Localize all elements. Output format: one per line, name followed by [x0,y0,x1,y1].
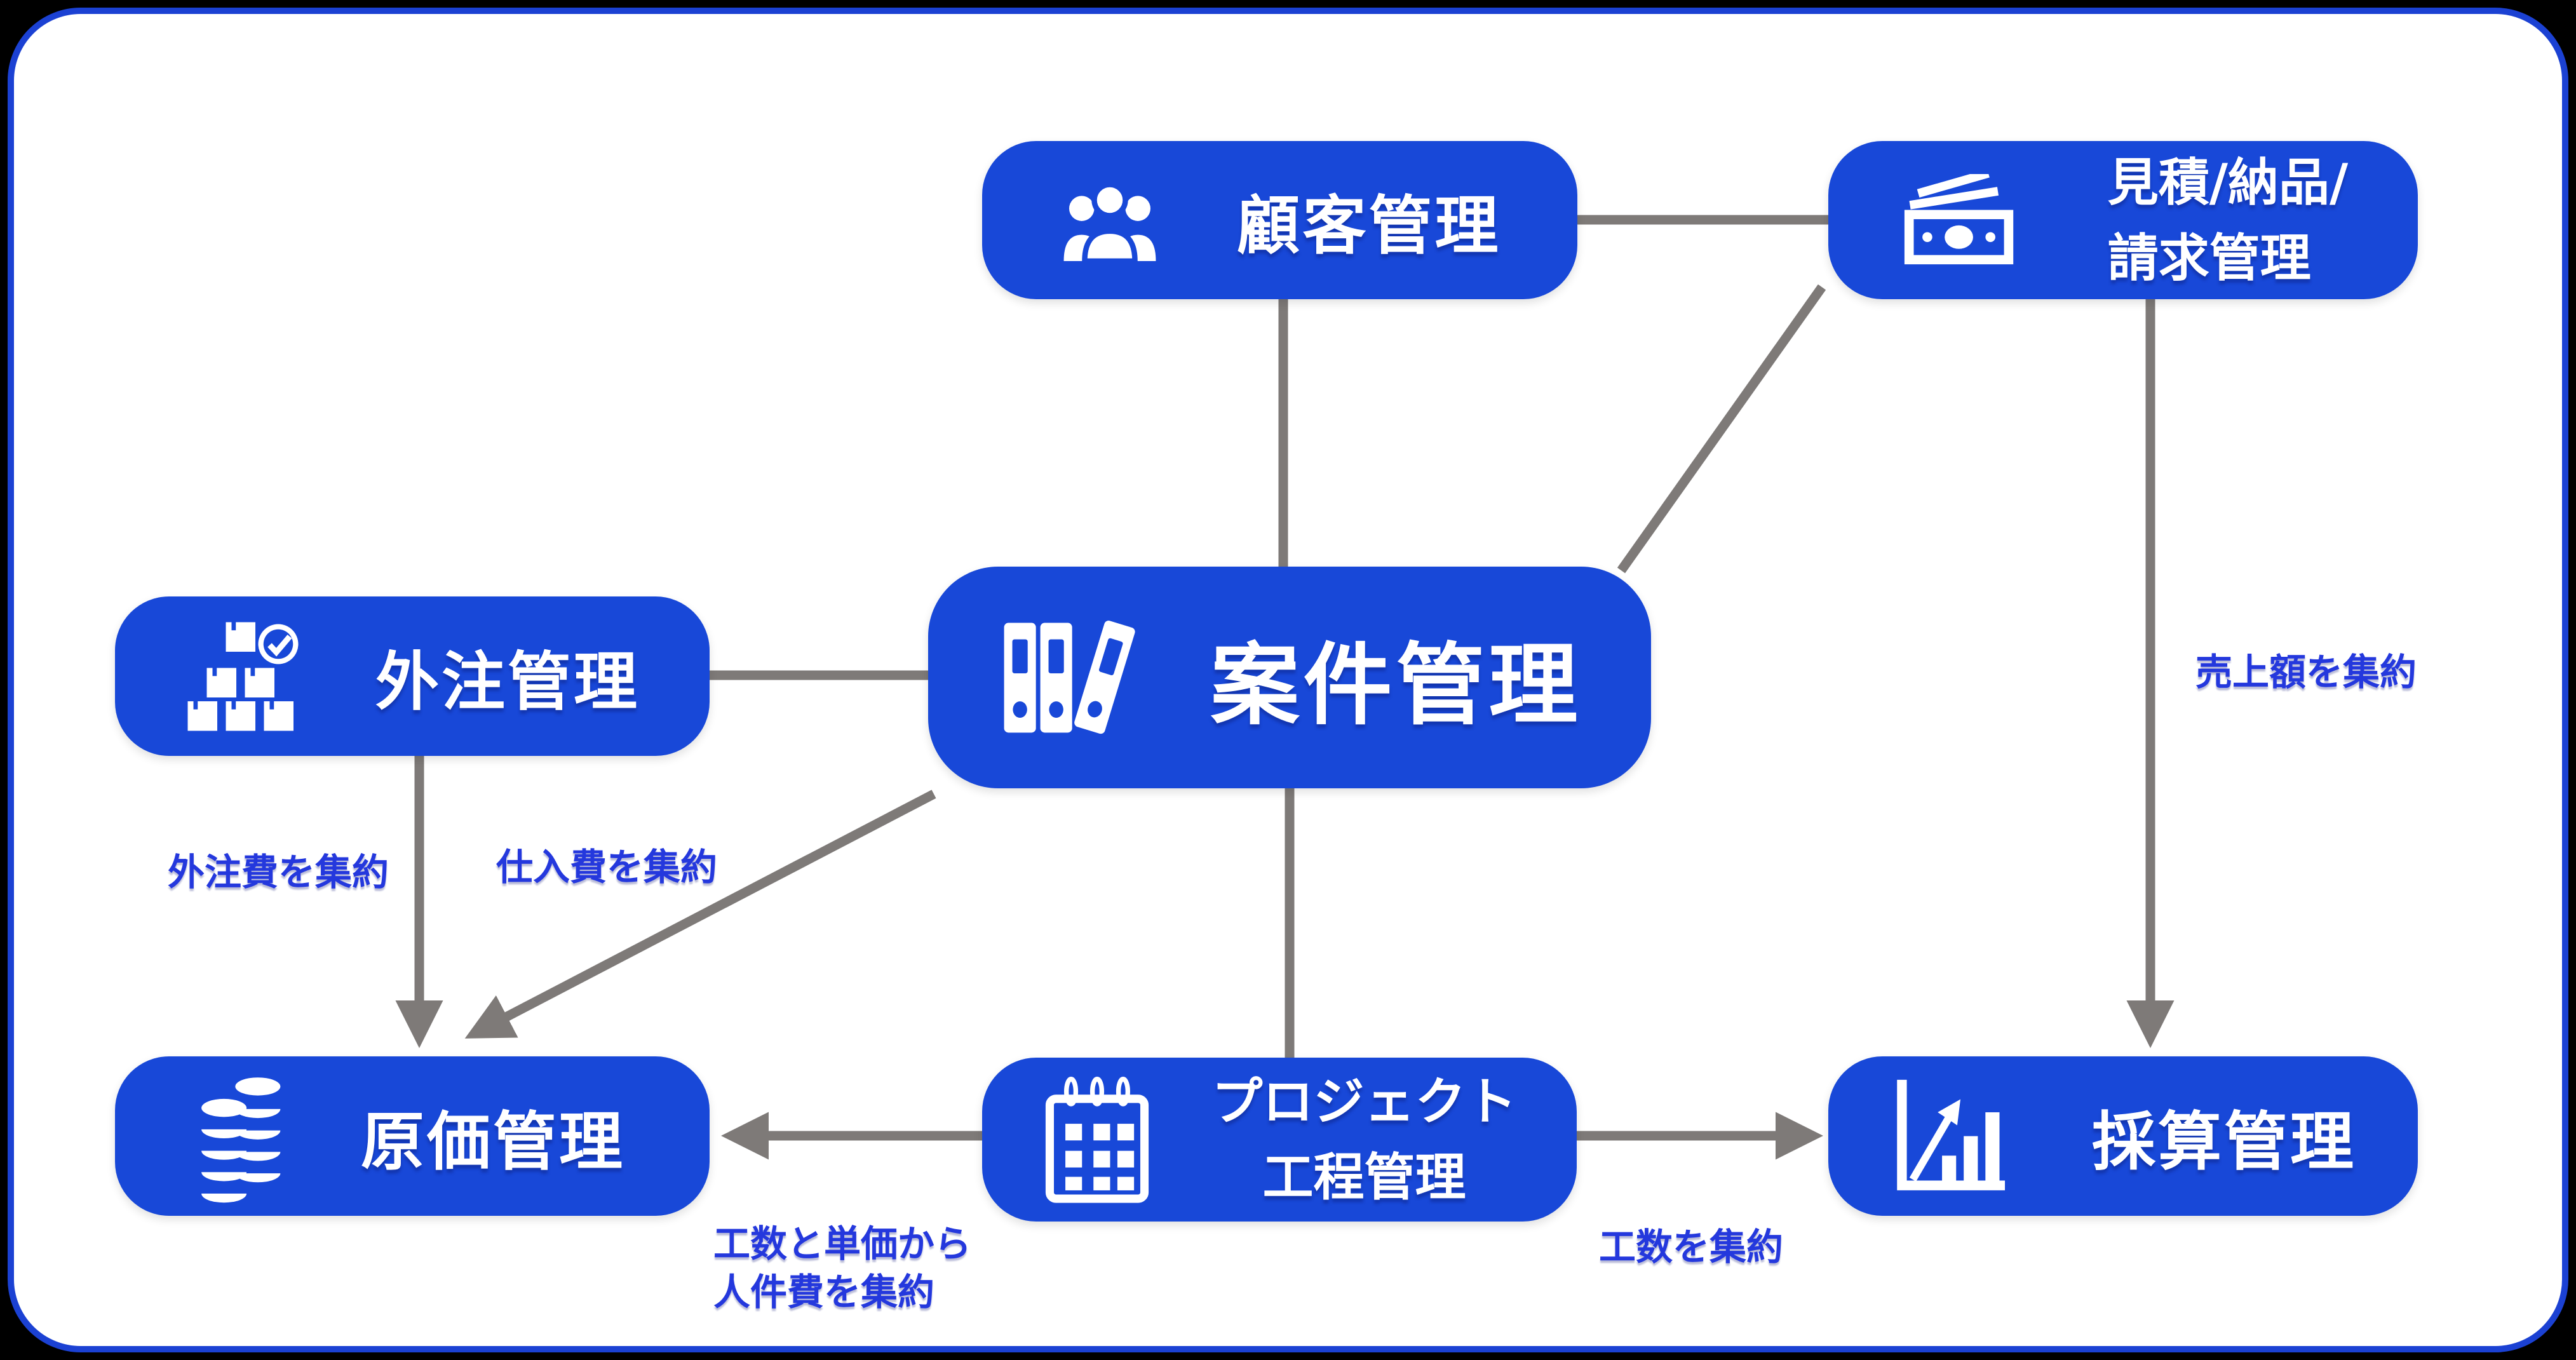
node-label: 案件管理 [1210,633,1582,737]
node-outsourcing-management: 外注管理 [115,596,710,756]
node-label: 採算管理 [2092,1105,2356,1179]
node-label: プロジェクト 工程管理 [1211,1072,1517,1207]
node-customer-management: 顧客管理 [982,141,1577,299]
edge-label-outsourcing-cost: 外注費を集約 [167,851,389,894]
node-case-management: 案件管理 [928,567,1651,788]
edge-label-man-hours: 工数を集約 [1598,1225,1784,1269]
node-label: 見積/納品/ 請求管理 [2107,152,2349,288]
node-label: 原価管理 [361,1105,625,1179]
node-quote-delivery-invoice-management: 見積/納品/ 請求管理 [1828,141,2418,299]
banknotes-icon [1904,173,2013,264]
edge-label-purchase-cost: 仕入費を集約 [496,845,718,889]
boxes-check-icon [187,622,299,730]
coin-stacks-icon [201,1077,281,1203]
edge-label-labor-cost: 工数と単価から 人件費を集約 [713,1222,972,1314]
arrow-case-to-cost [464,790,936,1039]
edge-label-sales-amount: 売上額を集約 [2195,650,2417,694]
binders-icon [1004,621,1136,734]
node-profitability-management: 採算管理 [1828,1056,2418,1216]
edge-case-quote [1617,284,1826,574]
bar-chart-icon [1897,1079,2006,1190]
node-project-process-management: プロジェクト 工程管理 [982,1058,1577,1222]
node-label: 外注管理 [375,645,640,719]
node-cost-management: 原価管理 [115,1056,710,1216]
users-icon [1063,181,1156,262]
node-label: 顧客管理 [1236,189,1501,263]
calendar-icon [1045,1076,1149,1203]
